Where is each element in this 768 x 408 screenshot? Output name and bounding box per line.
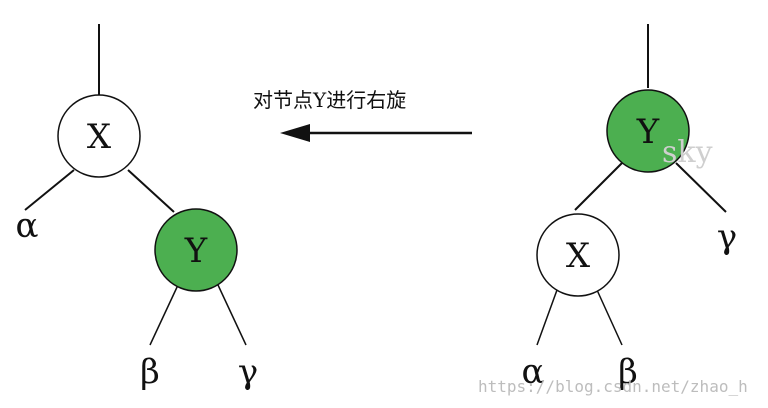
left-edge-y-gamma — [217, 284, 247, 346]
watermark-fragment: sky — [662, 135, 713, 170]
right-leaf-beta: β — [618, 352, 638, 392]
rotation-caption: 对节点Y进行右旋 — [253, 88, 406, 112]
right-leaf-alpha: α — [522, 352, 545, 392]
right-tree: Y sky X γ α β — [522, 24, 737, 392]
right-node-x-circle — [536, 213, 620, 297]
right-edge-x-beta — [596, 289, 623, 346]
right-node-y-circle — [606, 89, 690, 173]
right-node-y: Y — [606, 89, 690, 173]
left-node-x-label: X — [87, 117, 112, 157]
left-node-y-label: Y — [184, 231, 208, 271]
right-leaf-gamma: γ — [717, 217, 737, 257]
rotation-caption-group: 对节点Y进行右旋 — [253, 88, 472, 142]
left-leaf-gamma: γ — [238, 352, 258, 392]
left-edge-x-alpha — [24, 169, 75, 211]
left-node-y-circle — [154, 208, 238, 292]
left-edge-y-beta — [149, 284, 179, 346]
left-node-y: Y — [154, 208, 238, 292]
left-leaf-alpha: α — [16, 206, 39, 246]
left-node-x-circle — [57, 94, 141, 178]
left-leaf-beta: β — [140, 352, 160, 392]
right-node-y-label: Y — [636, 112, 660, 152]
watermark-url: https://blog.csdn.net/zhao_h — [478, 377, 748, 396]
right-node-x: X — [536, 213, 620, 297]
right-node-x-label: X — [566, 236, 591, 276]
right-edge-y-x — [574, 162, 623, 211]
left-tree: X Y α β γ — [16, 24, 258, 392]
arrow-head-icon — [280, 124, 310, 142]
right-edge-x-alpha — [536, 289, 558, 346]
left-edge-x-y — [127, 169, 175, 213]
right-edge-y-gamma — [675, 162, 727, 213]
left-node-x: X — [57, 94, 141, 178]
